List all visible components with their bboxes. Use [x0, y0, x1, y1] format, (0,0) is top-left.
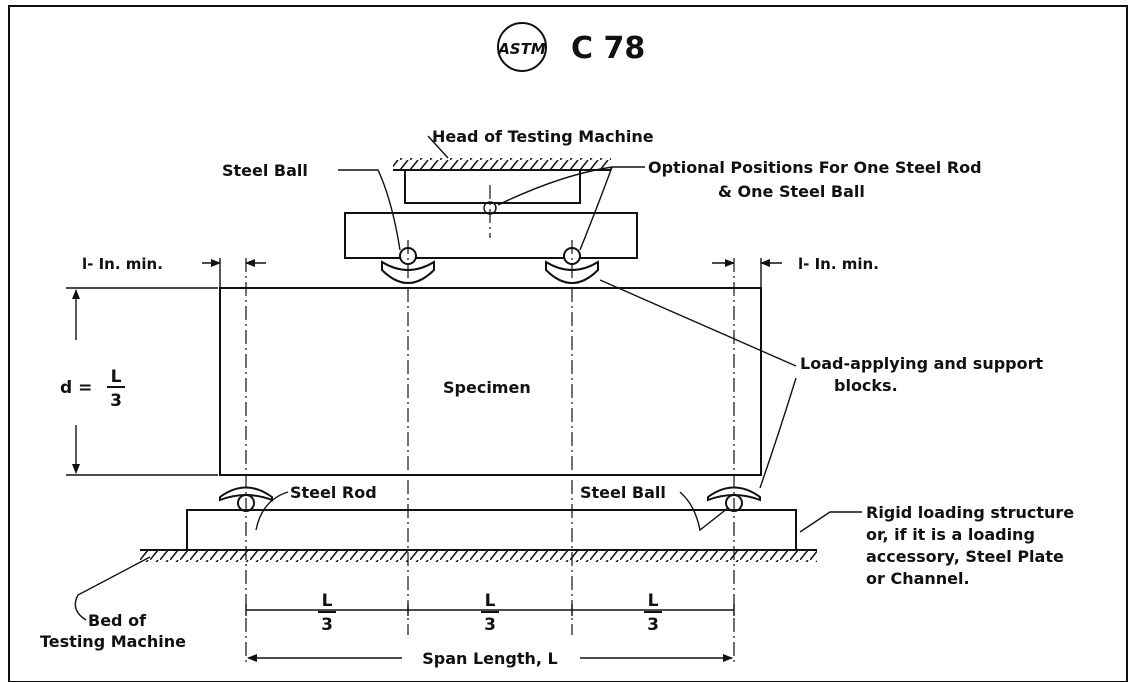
third-2-den: 3	[484, 615, 496, 635]
third-spans	[245, 604, 735, 616]
third-2-num: L	[485, 591, 496, 611]
steel-rod-label: Steel Rod	[290, 483, 377, 502]
rigid-line2: or, if it is a loading	[866, 525, 1035, 544]
third-1-num: L	[322, 591, 333, 611]
third-1-den: 3	[321, 615, 333, 635]
specimen-beam	[219, 287, 762, 476]
optional-leader-1	[497, 166, 645, 206]
rigid-loading-structure	[186, 509, 797, 551]
min-label-right: l- In. min.	[798, 255, 879, 273]
rigid-line3: accessory, Steel Plate	[866, 547, 1064, 566]
standard-designation: C 78	[571, 31, 645, 66]
load-blocks-line2: blocks.	[834, 376, 898, 395]
steel-ball-bottom-leader	[679, 491, 729, 532]
bed-line2: Testing Machine	[40, 632, 186, 651]
steel-ball-top-label: Steel Ball	[222, 161, 308, 180]
astm-logo: ASTM	[497, 22, 547, 72]
figure-frame	[8, 5, 1128, 682]
specimen-label: Specimen	[443, 378, 531, 397]
optional-positions-line1: Optional Positions For One Steel Rod	[648, 158, 982, 177]
depth-frac-num: L	[111, 367, 122, 387]
min-label-left: l- In. min.	[82, 255, 163, 273]
head-of-machine-label: Head of Testing Machine	[432, 127, 654, 146]
load-blocks-line1: Load-applying and support	[800, 354, 1044, 373]
astm-logo-text: ASTM	[497, 40, 546, 58]
bed-line1: Bed of	[88, 611, 147, 630]
depth-frac-den: 3	[110, 391, 122, 411]
third-3-num: L	[648, 591, 659, 611]
bed-leader	[74, 556, 151, 621]
optional-leader-2	[579, 166, 613, 251]
depth-prefix: d =	[60, 378, 92, 398]
steel-ball-top-leader	[338, 169, 401, 251]
steel-ball-bottom-label: Steel Ball	[580, 483, 666, 502]
steel-rod-leader	[255, 491, 289, 531]
head-leader	[427, 135, 449, 159]
depth-dimension	[66, 287, 218, 476]
load-blocks-leader-1	[599, 279, 797, 367]
machine-head	[393, 158, 611, 204]
rigid-line4: or Channel.	[866, 569, 970, 588]
span-length-label: Span Length, L	[422, 649, 558, 668]
rigid-leader	[799, 511, 862, 533]
machine-bed	[140, 549, 817, 562]
loading-beam	[344, 212, 638, 259]
load-blocks-leader-2	[759, 377, 797, 489]
optional-positions-line2: & One Steel Ball	[718, 182, 865, 201]
rigid-line1: Rigid loading structure	[866, 503, 1074, 522]
third-3-den: 3	[647, 615, 659, 635]
